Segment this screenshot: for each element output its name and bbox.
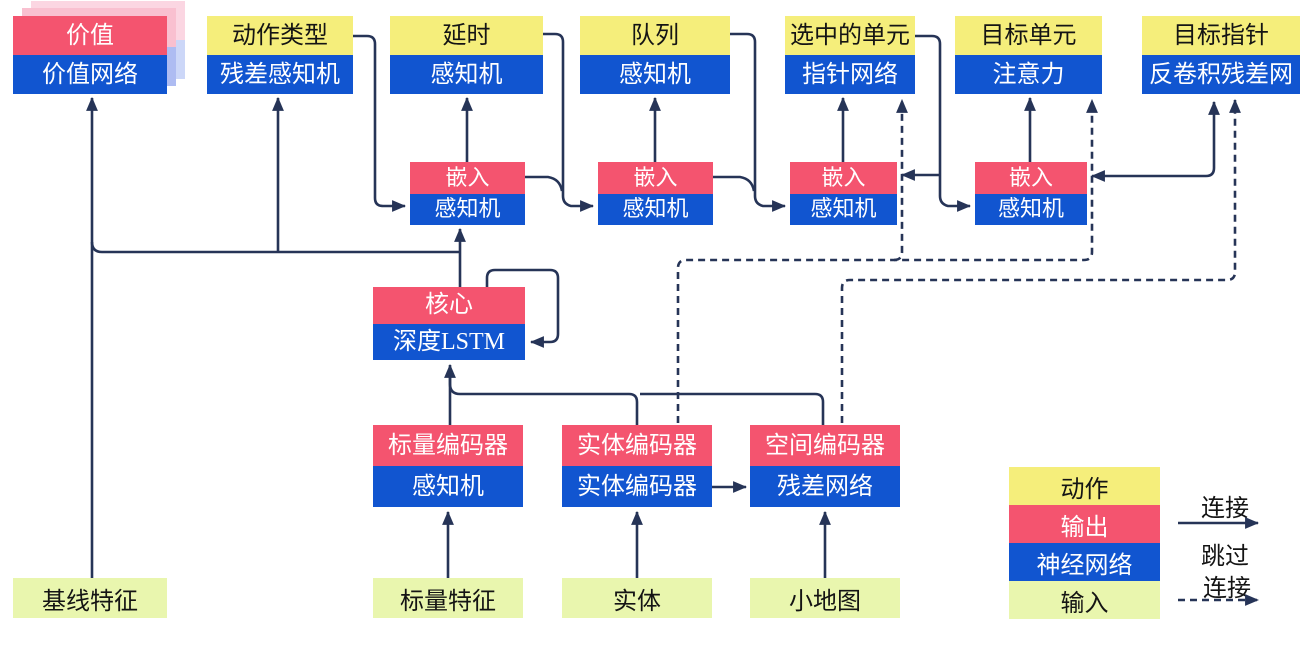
node-embed-3-title: 嵌入 [790, 162, 897, 194]
edge-entity-encoder-merge [448, 372, 639, 425]
node-queue-title: 队列 [580, 16, 730, 55]
node-embed-4: 嵌入感知机 [975, 162, 1087, 225]
node-embed-1-subtitle: 感知机 [410, 193, 525, 225]
edge-embed4-target-point-link [1090, 100, 1220, 182]
node-target-unit-title: 目标单元 [955, 16, 1102, 55]
node-core-title: 核心 [373, 287, 525, 324]
skip-entity-to-target-unit [676, 98, 1098, 423]
node-queue: 队列感知机 [580, 16, 730, 94]
node-embed-1: 嵌入感知机 [410, 162, 525, 225]
legend-solid-connection-label: 连接 [1201, 496, 1249, 522]
node-target-unit: 目标单元注意力 [955, 16, 1102, 94]
node-selected-units-title: 选中的单元 [785, 16, 915, 55]
node-spatial-encoder-title: 空间编码器 [750, 425, 900, 466]
edge-core-branch-left [90, 241, 460, 254]
node-embed-2-subtitle: 感知机 [598, 193, 713, 225]
node-embed-1-title: 嵌入 [410, 162, 525, 194]
node-action-type: 动作类型残差感知机 [207, 16, 353, 94]
edge-embed2-chain-merge [713, 175, 756, 192]
node-embed-3-subtitle: 感知机 [790, 193, 897, 225]
node-delay-subtitle: 感知机 [390, 55, 543, 94]
node-delay: 延时感知机 [390, 16, 543, 94]
legend-input-swatch: 输入 [1009, 581, 1160, 619]
node-target-point-subtitle: 反卷积残差网 [1142, 55, 1300, 94]
skip-spatial-to-target-point [840, 98, 1241, 423]
node-target-point-title: 目标指针 [1142, 16, 1300, 55]
node-selected-units-subtitle: 指针网络 [785, 55, 915, 94]
node-scalar-encoder-title: 标量编码器 [373, 425, 523, 466]
node-queue-subtitle: 感知机 [580, 55, 730, 94]
node-embed-3: 嵌入感知机 [790, 162, 897, 225]
node-target-unit-subtitle: 注意力 [955, 55, 1102, 94]
edge-embed1-chain-merge [525, 175, 564, 192]
node-delay-title: 延时 [390, 16, 543, 55]
node-core-subtitle: 深度LSTM [373, 323, 525, 360]
node-target-point: 目标指针反卷积残差网 [1142, 16, 1300, 94]
node-embed-4-subtitle: 感知机 [975, 193, 1087, 225]
legend-skip-label-line2: 连接 [1203, 576, 1251, 602]
node-action-type-title: 动作类型 [207, 16, 353, 55]
node-embed-2: 嵌入感知机 [598, 162, 713, 225]
edge-spatial-encoder-merge [640, 392, 825, 425]
node-scalar-encoder-subtitle: 感知机 [373, 466, 523, 507]
node-value-title: 价值 [13, 16, 167, 55]
input-baseline-features: 基线特征 [13, 578, 167, 618]
legend-color-key: 动作 输出 神经网络 输入 [1009, 467, 1160, 619]
input-minimap: 小地图 [750, 578, 900, 618]
legend-network-swatch: 神经网络 [1009, 543, 1160, 581]
input-entities: 实体 [562, 578, 712, 618]
node-spatial-encoder: 空间编码器残差网络 [750, 425, 900, 507]
node-entity-encoder-title: 实体编码器 [562, 425, 712, 466]
node-entity-encoder-subtitle: 实体编码器 [562, 466, 712, 507]
node-spatial-encoder-subtitle: 残差网络 [750, 466, 900, 507]
edge-queue-to-embed3 [730, 32, 787, 212]
node-core: 核心深度LSTM [373, 287, 525, 360]
node-embed-4-title: 嵌入 [975, 162, 1087, 194]
node-scalar-encoder: 标量编码器感知机 [373, 425, 523, 507]
node-entity-encoder: 实体编码器实体编码器 [562, 425, 712, 507]
node-selected-units: 选中的单元指针网络 [785, 16, 915, 94]
legend-output-swatch: 输出 [1009, 505, 1160, 543]
node-action-type-subtitle: 残差感知机 [207, 55, 353, 94]
input-scalar-features: 标量特征 [373, 578, 523, 618]
node-embed-2-title: 嵌入 [598, 162, 713, 194]
node-value: 价值价值网络 [13, 1, 185, 94]
legend-action-swatch: 动作 [1009, 467, 1160, 505]
legend-skip-label-line1: 跳过 [1201, 544, 1249, 570]
node-value-subtitle: 价值网络 [13, 55, 167, 94]
